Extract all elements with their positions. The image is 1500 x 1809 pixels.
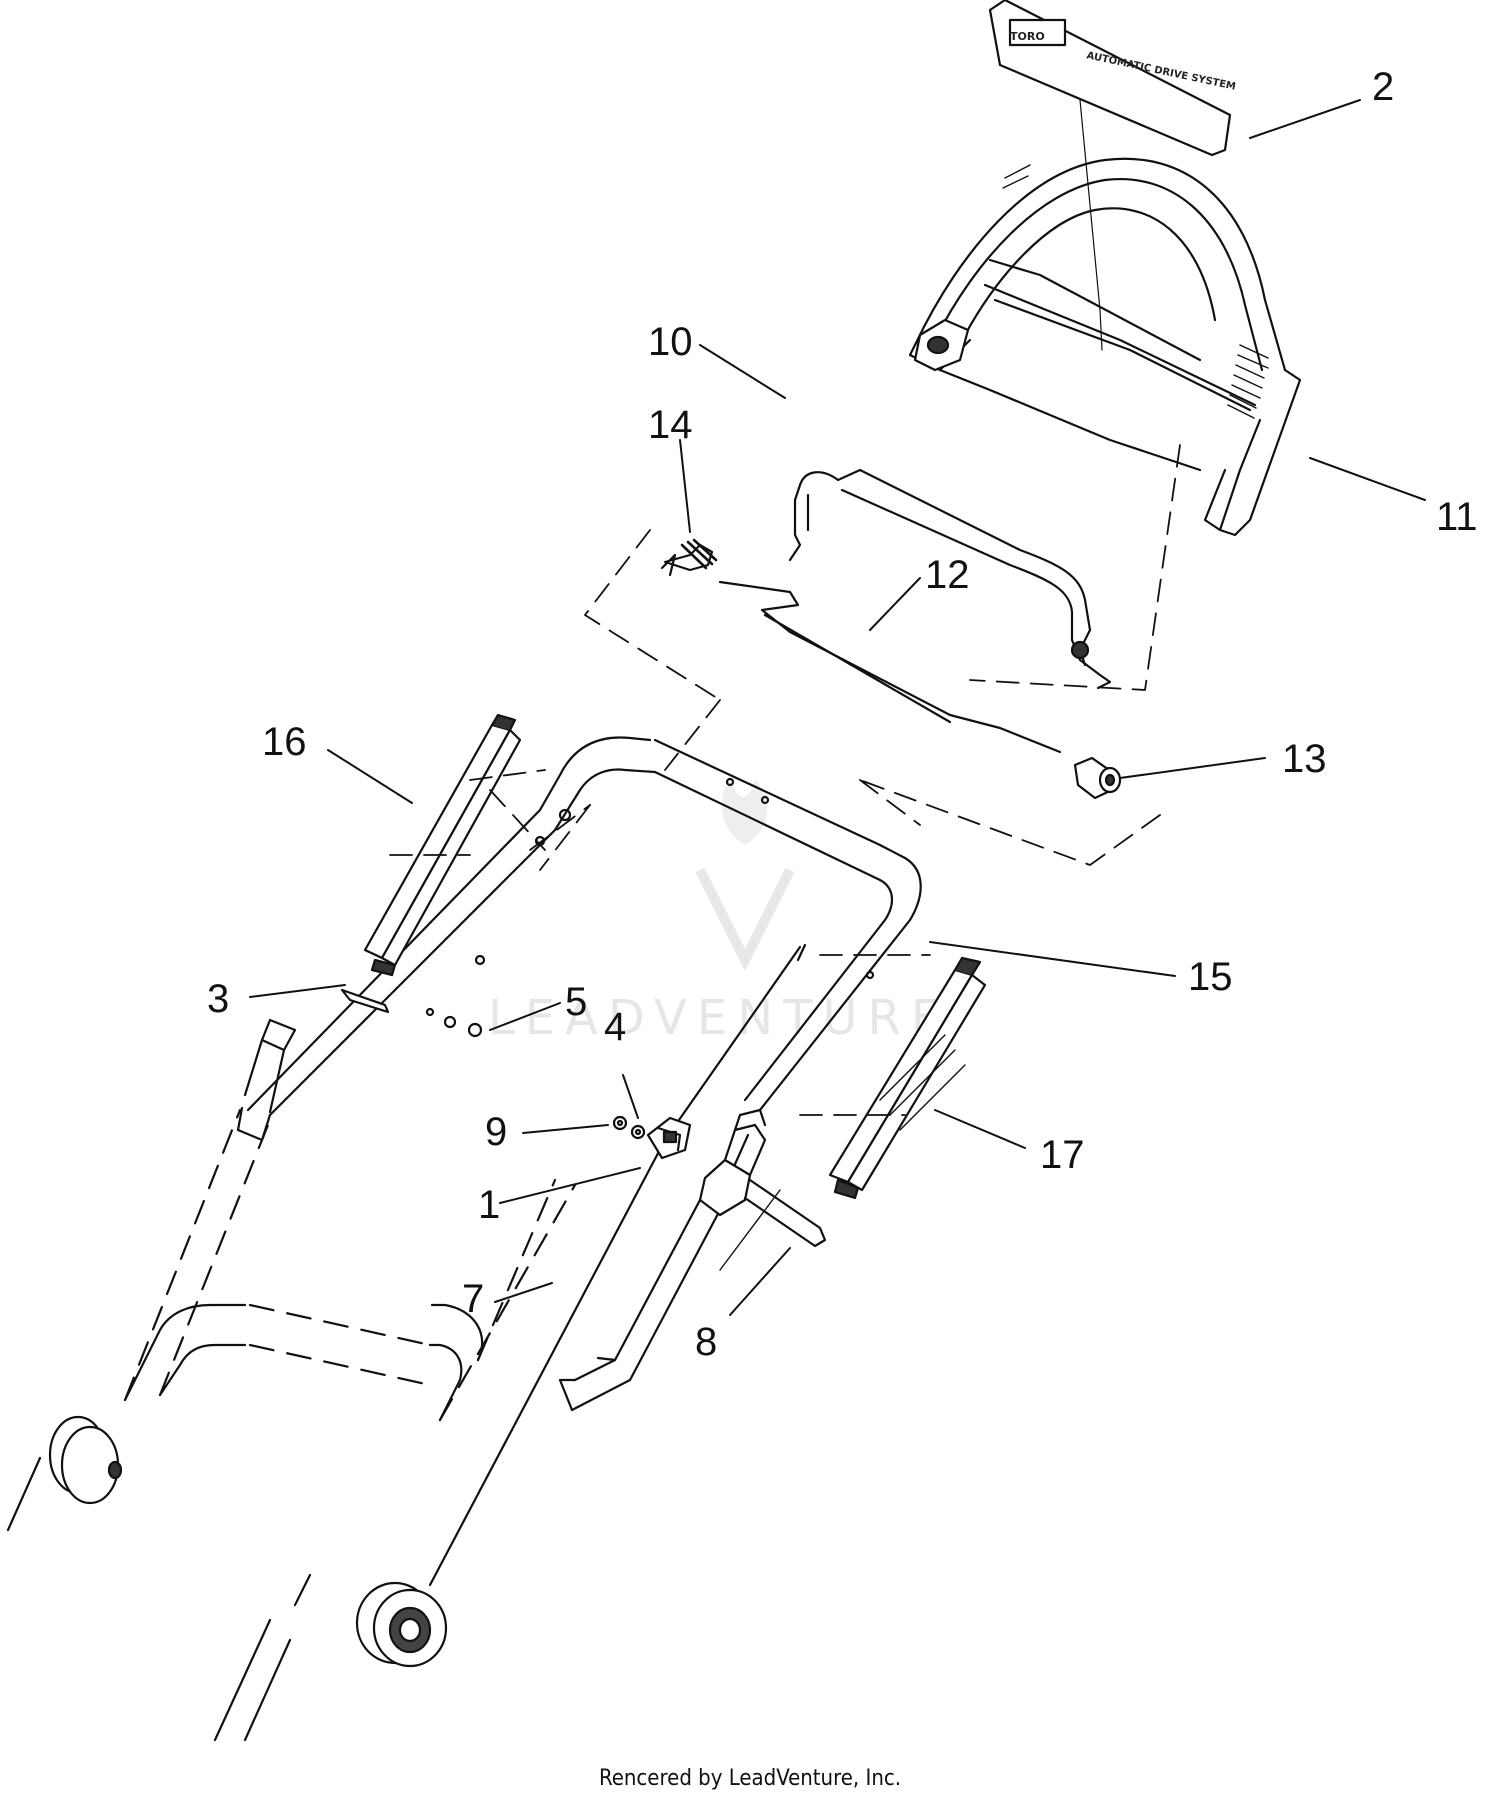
render-credit: Rencered by LeadVenture, Inc. [598,1766,902,1791]
callout-1: 1 [478,1183,500,1227]
callout-15: 15 [1188,955,1233,999]
console-11 [908,157,1302,537]
decal-brand-text: TORO [1010,30,1045,43]
nut-5 [425,1007,483,1038]
grip-17 [828,956,987,1200]
callout-17: 17 [1040,1133,1085,1177]
decal-2 [988,0,1232,157]
wheel-left [48,1415,123,1505]
upper-handle [236,736,922,1142]
lower-handle-dashes [123,1108,577,1422]
callout-4: 4 [604,1005,626,1049]
callout-9: 9 [485,1110,507,1154]
cable-12 [718,580,1062,754]
grip-16 [363,713,522,977]
wheel-right [355,1581,448,1668]
assembly-dashed-lines [389,99,1181,1271]
callout-11: 11 [1436,495,1478,539]
watermark-text: LEADVENTURE [488,990,952,1046]
callout-13: 13 [1282,737,1327,781]
callout-10: 10 [648,320,693,364]
leader-lines [249,99,1426,1316]
spring-14 [660,538,718,577]
callout-2: 2 [1372,65,1394,109]
callout-3: 3 [207,977,229,1021]
callout-12: 12 [925,553,970,597]
washer-9 [612,1115,628,1131]
lower-handle-left [6,1303,484,1742]
washer-4 [630,1124,646,1140]
callout-5: 5 [565,980,587,1024]
pin-3 [340,988,390,1014]
callout-16: 16 [262,720,307,764]
clamp-block [698,1108,827,1248]
knob-1 [646,1116,692,1160]
callout-7: 7 [462,1277,484,1321]
connector-13 [1073,756,1122,800]
callout-labels: 1 2 3 4 5 7 8 9 10 11 12 13 14 15 16 17 [207,65,1478,1364]
bail-wire-10 [788,468,1112,690]
watermark-logo [695,780,795,972]
callout-14: 14 [648,403,693,447]
callout-8: 8 [695,1320,717,1364]
